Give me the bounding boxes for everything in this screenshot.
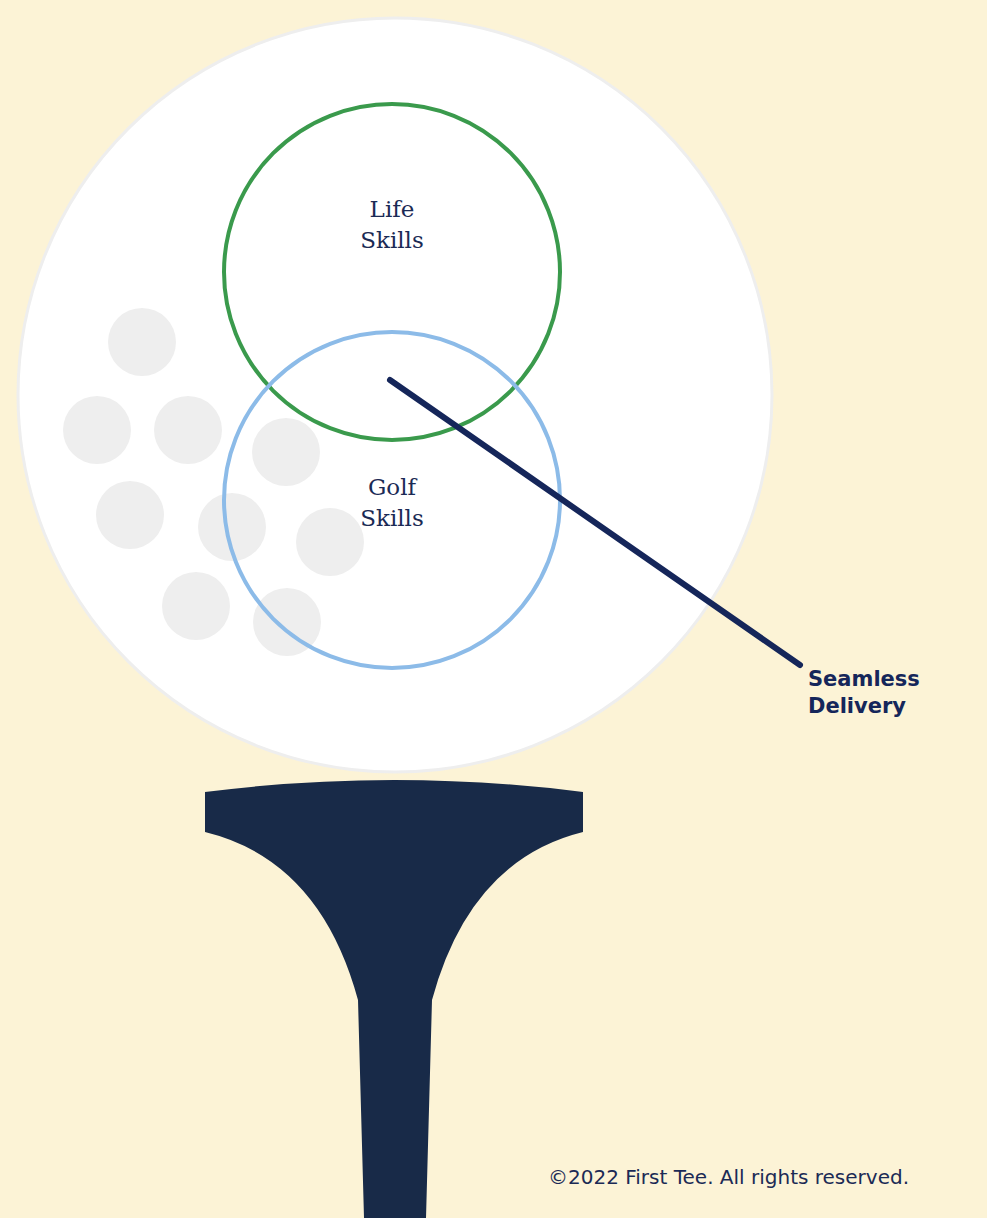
circle-label: Golf Skills: [347, 472, 437, 534]
circle-label: Life Skills: [347, 194, 437, 256]
copyright-note: ©2022 First Tee. All rights reserved.: [548, 1165, 909, 1189]
ball-dimples: [63, 308, 364, 656]
circle-outline: [222, 102, 562, 442]
leader-line: [390, 380, 800, 665]
golf-tee: [205, 780, 583, 1218]
circle-outline: [224, 104, 560, 440]
skill-circle: Life Skills: [222, 102, 562, 442]
skill-circle: Golf Skills: [222, 330, 562, 670]
golf-ball: [18, 18, 772, 772]
callout-label: Seamless Delivery: [808, 666, 918, 720]
circle-outline: [224, 332, 560, 668]
